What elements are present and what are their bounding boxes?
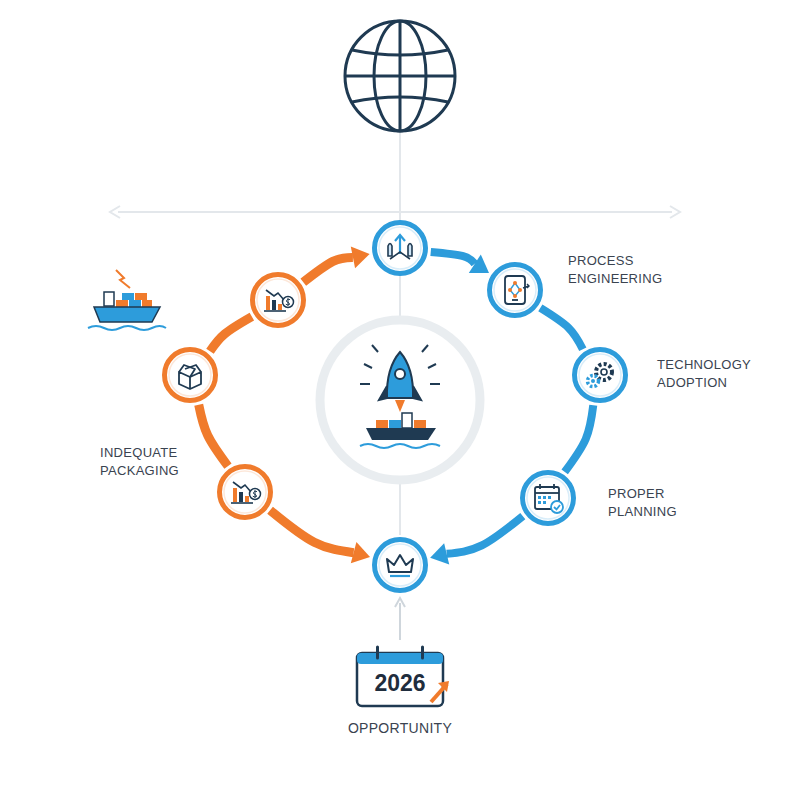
connector-path <box>565 405 594 472</box>
year-calendar: 2026OPPORTUNITY <box>355 646 445 708</box>
node-caption: OPPORTUNITY <box>325 719 475 738</box>
icon-circle <box>253 275 304 326</box>
guide-line <box>399 603 401 640</box>
flow-arrow <box>270 510 370 563</box>
guide-arrowheads <box>110 206 680 218</box>
icon-circle <box>375 540 426 591</box>
cargo-ship <box>88 270 166 330</box>
circle-outline <box>485 260 545 320</box>
icon-circle <box>375 223 426 274</box>
flow-arrow <box>430 516 523 564</box>
flow-arrow <box>303 247 369 283</box>
flow-arrow <box>431 252 489 273</box>
circle-outline <box>518 468 578 528</box>
process-step: PROCESS ENGINEERING <box>485 260 545 320</box>
circle-outline <box>570 345 630 405</box>
node-label: 2026 <box>355 668 445 699</box>
flow-connector <box>540 308 582 349</box>
icon-circle <box>165 350 216 401</box>
node-label: PROPER PLANNING <box>608 485 708 520</box>
flow-arrow <box>210 317 252 352</box>
flow-arrow <box>199 405 228 466</box>
node-label: TECHNOLOGY ADOPTION <box>657 356 757 391</box>
node-label: PROCESS ENGINEERING <box>568 252 668 287</box>
guide-line <box>118 211 672 213</box>
central-rocket-emblem <box>320 320 480 480</box>
icon-circle <box>220 467 271 518</box>
globe-icon <box>345 21 455 131</box>
side-label: INDEQUATE PACKAGING <box>100 444 200 479</box>
process-step: TECHNOLOGY ADOPTION <box>570 345 630 405</box>
process-step: PROPER PLANNING <box>518 468 578 528</box>
flow-connector <box>565 405 594 472</box>
guide-arrowhead <box>395 598 405 607</box>
connector-path <box>540 308 582 349</box>
